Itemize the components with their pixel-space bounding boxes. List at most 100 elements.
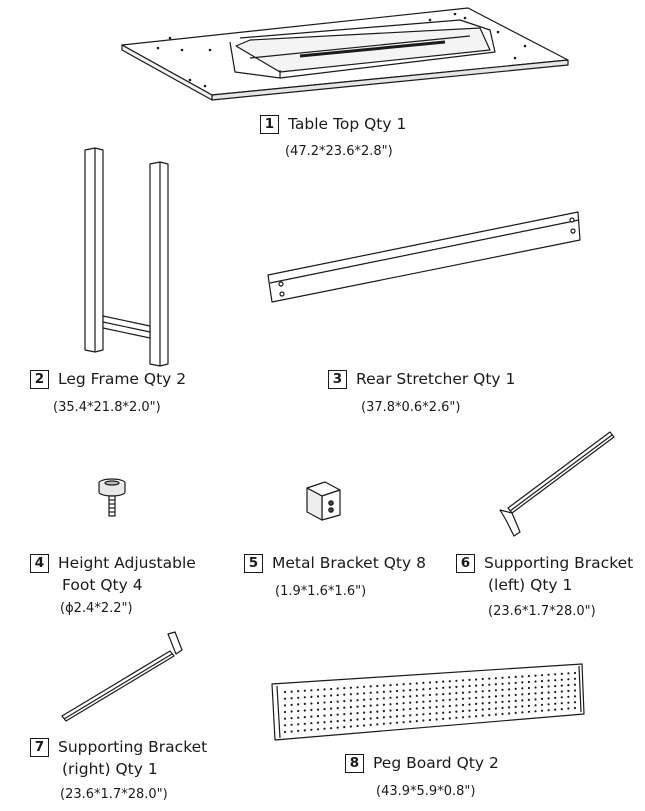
part-name: Height Adjustable [58,554,196,572]
peg-hole [422,694,425,697]
peg-hole [303,696,306,699]
peg-hole [402,714,405,718]
peg-hole [395,696,399,699]
peg-hole [409,720,412,723]
peg-hole [343,726,346,729]
peg-hole [422,706,425,710]
peg-hole [488,695,491,699]
peg-hole [323,694,326,698]
peg-hole [567,678,570,681]
peg-hole [402,683,405,686]
peg-hole [382,722,385,725]
part-name: Table Top Qty 1 [288,115,407,133]
peg-hole [336,726,339,729]
peg-hole [461,685,465,688]
part-name: Leg Frame Qty 2 [58,370,187,388]
peg-hole [409,701,412,704]
peg-hole [573,671,577,675]
peg-hole [316,721,320,724]
peg-hole [369,698,372,701]
peg-hole [422,713,425,716]
peg-hole [435,693,438,696]
peg-hole [323,701,326,704]
peg-hole [547,679,550,682]
peg-hole [376,716,379,720]
peg-hole [363,705,366,708]
peg-hole [336,720,339,723]
peg-hole [442,680,445,683]
part-name-line2: (left) Qty 1 [488,576,573,594]
peg-hole [363,717,366,721]
peg-hole [356,686,359,689]
peg-hole [402,689,405,692]
peg-hole [514,693,517,697]
peg-hole [349,693,352,696]
peg-hole [514,681,517,685]
peg-hole [428,681,432,684]
peg-hole [382,710,385,713]
peg-hole [567,684,570,687]
peg-hole [573,701,577,704]
peg-hole [501,688,504,691]
part-name-line2: (right) Qty 1 [62,760,158,778]
peg-hole [475,684,478,687]
peg-hole [369,723,372,727]
peg-hole [422,700,425,703]
peg-hole [297,716,300,719]
peg-hole [508,676,511,679]
peg-hole [369,704,372,707]
peg-hole [455,710,458,713]
leg-frame-drawing [84,147,169,367]
peg-hole [363,698,366,701]
peg-hole [547,685,550,688]
peg-hole [343,706,346,709]
peg-hole [494,689,497,692]
peg-hole [567,689,570,693]
peg-hole [415,688,418,691]
peg-hole [481,702,484,705]
peg-hole [435,705,438,709]
peg-hole [422,681,425,685]
peg-hole [409,707,412,711]
peg-hole [409,695,412,698]
peg-hole [508,700,511,703]
peg-hole [554,708,557,711]
peg-hole [356,712,359,715]
peg-hole [422,719,425,722]
peg-hole [356,705,359,708]
peg-hole [560,684,563,687]
peg-hole [573,677,577,680]
peg-hole [330,707,333,710]
peg-hole [369,685,372,688]
peg-hole [527,692,531,696]
peg-hole [501,682,504,685]
peg-hole [389,703,392,706]
peg-hole [534,710,537,713]
peg-hole [349,725,352,728]
peg-hole [448,711,451,714]
peg-hole [290,717,293,720]
peg-hole [382,684,385,687]
peg-hole [336,707,339,710]
peg-hole [389,722,392,725]
part-number-box: 2 [30,370,49,389]
peg-hole [442,711,445,714]
peg-hole [323,714,326,717]
peg-hole [428,687,432,690]
peg-hole [534,680,537,683]
supporting-bracket-left-drawing [499,431,615,537]
peg-hole [415,694,418,698]
peg-hole [415,720,418,723]
peg-hole [494,695,497,698]
peg-hole [461,679,465,682]
peg-hole [455,704,458,707]
peg-hole [290,723,293,726]
peg-hole [475,715,478,718]
peg-hole [494,701,497,704]
peg-hole [521,693,524,696]
peg-hole [330,694,333,697]
part-number-box: 5 [244,554,263,573]
